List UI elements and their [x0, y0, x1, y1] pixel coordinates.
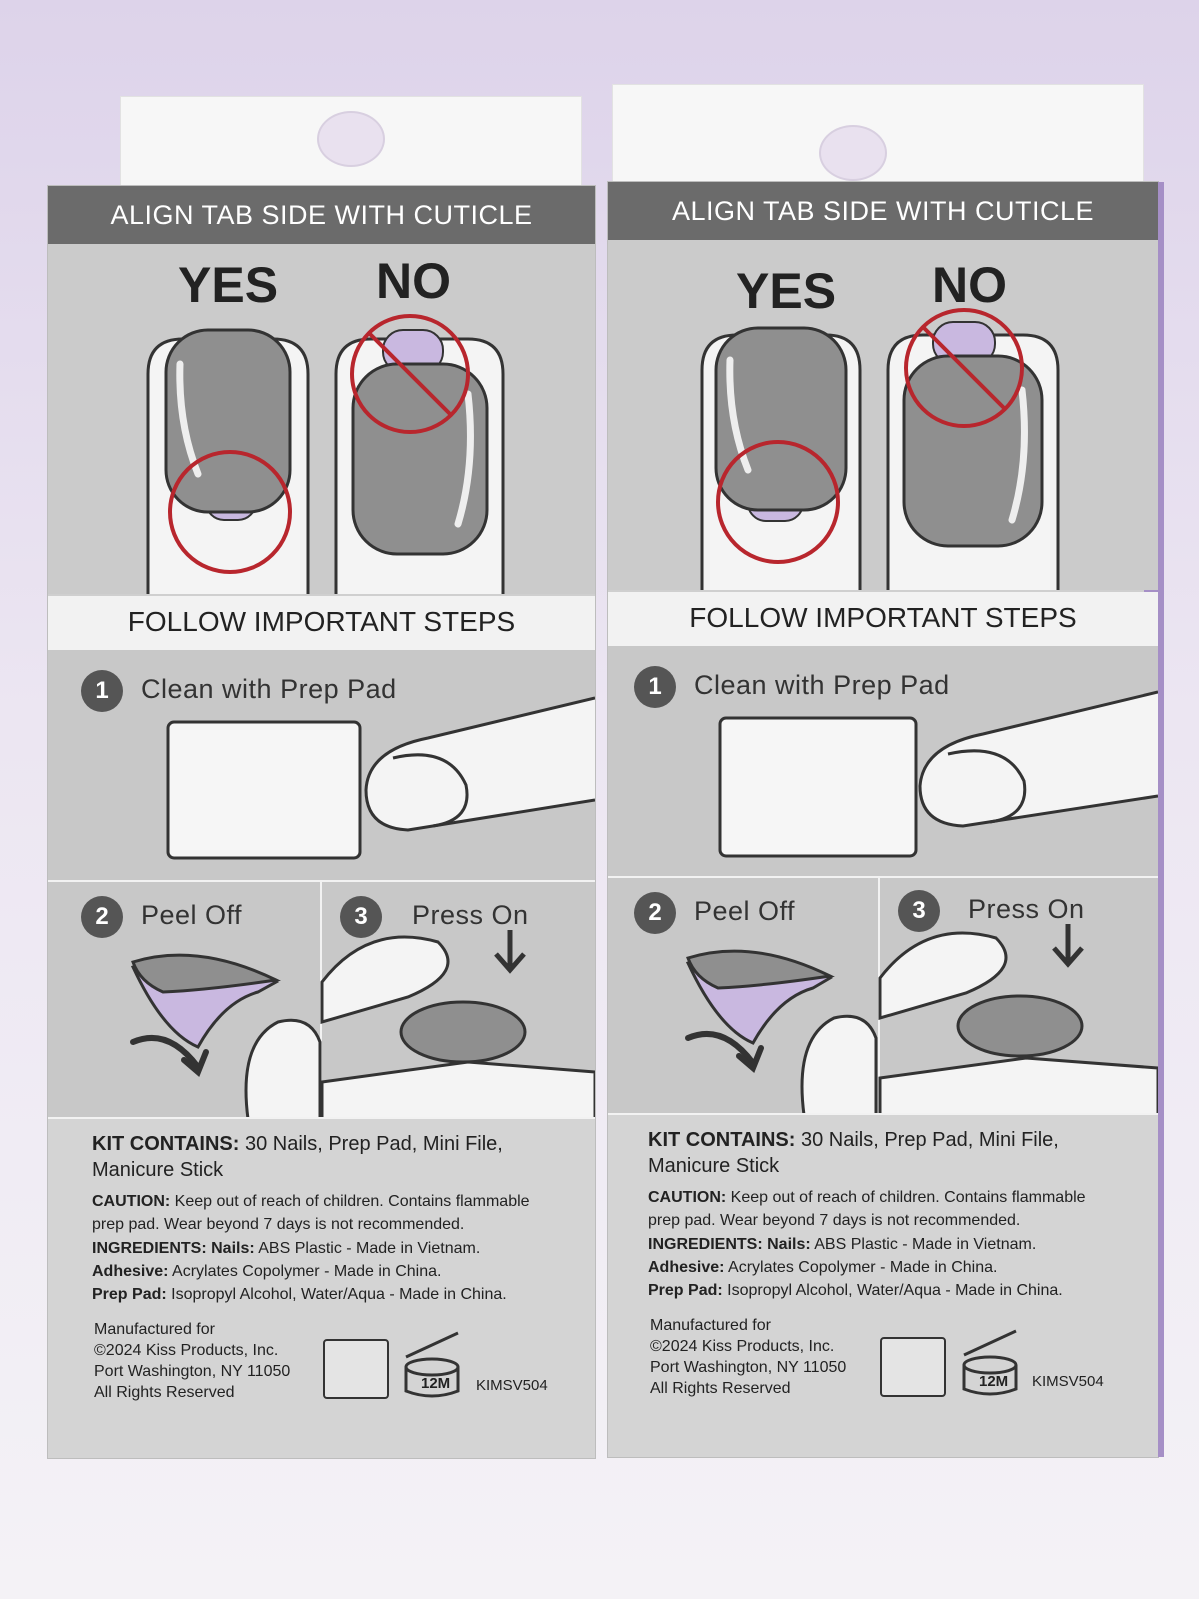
hanger-tab-right: [612, 84, 1144, 188]
hanger-hole: [819, 125, 887, 181]
product-info: KIT CONTAINS: 30 Nails, Prep Pad, Mini F…: [48, 1117, 595, 1458]
hanger-hole: [317, 111, 385, 167]
kit-text: 30 Nails, Prep Pad, Mini File,: [800, 1129, 1059, 1151]
yes-label: YES: [178, 257, 279, 313]
ingredients: INGREDIENTS: Nails: ABS Plastic - Made i…: [92, 1237, 582, 1306]
caution: CAUTION: Keep out of reach of children. …: [648, 1186, 1143, 1232]
steps-title: FOLLOW IMPORTANT STEPS: [608, 592, 1158, 644]
package-right: ALIGN TAB SIDE WITH CUTICLE YES NO FOLLO…: [608, 182, 1164, 1457]
prep-pad-label: Prep Pad:: [92, 1286, 167, 1303]
kit-label: KIT CONTAINS:: [92, 1133, 240, 1155]
sku-code: KIMSV504: [476, 1377, 548, 1394]
kit-contains: KIT CONTAINS: 30 Nails, Prep Pad, Mini F…: [92, 1131, 572, 1183]
pao-label: 12M: [421, 1375, 451, 1392]
kit-label: KIT CONTAINS:: [648, 1129, 796, 1151]
mfr-line-3: Port Washington, NY 11050: [650, 1359, 847, 1376]
nail-alignment-diagram: [146, 314, 505, 594]
ingredients-text: ABS Plastic - Made in Vietnam.: [814, 1236, 1037, 1253]
step-1-number: 1: [81, 670, 123, 712]
caution-text: Keep out of reach of children. Contains …: [730, 1189, 1086, 1206]
mfr-line-4: All Rights Reserved: [94, 1384, 235, 1401]
ingredients-label: INGREDIENTS: Nails:: [92, 1240, 255, 1257]
no-label: NO: [376, 253, 451, 309]
hanger-tab-left: [120, 96, 582, 193]
pao-label: 12M: [979, 1373, 1009, 1390]
kit-text: 30 Nails, Prep Pad, Mini File,: [244, 1133, 503, 1155]
mfr-line-1: Manufactured for: [94, 1321, 215, 1338]
adhesive-label: Adhesive:: [648, 1259, 725, 1276]
mfr-line-2: ©2024 Kiss Products, Inc.: [650, 1338, 835, 1355]
step-3-text: Press On: [968, 894, 1085, 924]
kit-contains: KIT CONTAINS: 30 Nails, Prep Pad, Mini F…: [648, 1127, 1138, 1179]
step-1-panel: 1 Clean with Prep Pad: [608, 644, 1158, 878]
step-1-number: 1: [634, 666, 676, 708]
no-label: NO: [932, 257, 1007, 313]
align-band: ALIGN TAB SIDE WITH CUTICLE: [48, 186, 595, 244]
step-1-panel: 1 Clean with Prep Pad: [48, 648, 595, 882]
manufacturer: Manufactured for ©2024 Kiss Products, In…: [650, 1315, 846, 1399]
product-info: KIT CONTAINS: 30 Nails, Prep Pad, Mini F…: [608, 1113, 1158, 1457]
alignment-illustration: YES NO: [48, 244, 595, 594]
steps-2-3-panel: 2 Peel Off 3 Press On: [608, 876, 1158, 1115]
steps-title: FOLLOW IMPORTANT STEPS: [48, 596, 595, 648]
align-band: ALIGN TAB SIDE WITH CUTICLE: [608, 182, 1158, 240]
ingredients-text: ABS Plastic - Made in Vietnam.: [258, 1240, 481, 1257]
caution-text: Keep out of reach of children. Contains …: [174, 1193, 530, 1210]
period-after-opening-icon: [404, 1331, 460, 1398]
caution-text-2: prep pad. Wear beyond 7 days is not reco…: [648, 1212, 1021, 1229]
ingredients-label: INGREDIENTS: Nails:: [648, 1236, 811, 1253]
yes-label: YES: [736, 263, 837, 319]
mfr-line-1: Manufactured for: [650, 1317, 771, 1334]
step-2-number: 2: [81, 896, 123, 938]
sku-code: KIMSV504: [1032, 1373, 1104, 1390]
prep-pad-label: Prep Pad:: [648, 1282, 723, 1299]
caution: CAUTION: Keep out of reach of children. …: [92, 1190, 582, 1236]
peel-press-illustration: [130, 930, 595, 1119]
step-3-text: Press On: [412, 900, 529, 930]
adhesive-text: Acrylates Copolymer - Made in China.: [728, 1259, 998, 1276]
prep-pad-text: Isopropyl Alcohol, Water/Aqua - Made in …: [171, 1286, 507, 1303]
mfr-line-3: Port Washington, NY 11050: [94, 1363, 291, 1380]
mfr-line-4: All Rights Reserved: [650, 1380, 791, 1397]
step-2-text: Peel Off: [141, 900, 243, 930]
period-after-opening-icon: [962, 1329, 1018, 1396]
step-3-number: 3: [898, 890, 940, 932]
steps-2-3-panel: 2 Peel Off 3 Press On: [48, 880, 595, 1119]
package-left: ALIGN TAB SIDE WITH CUTICLE YES NO FOLLO…: [48, 186, 595, 1458]
prep-pad-illustration: [166, 696, 595, 860]
caution-label: CAUTION:: [648, 1189, 727, 1206]
kit-text-2: Manicure Stick: [648, 1155, 780, 1177]
step-2-text: Peel Off: [694, 896, 796, 926]
mfr-line-2: ©2024 Kiss Products, Inc.: [94, 1342, 279, 1359]
step-1-text: Clean with Prep Pad: [141, 674, 397, 704]
step-1-text: Clean with Prep Pad: [694, 670, 950, 700]
kit-text-2: Manicure Stick: [92, 1159, 224, 1181]
adhesive-label: Adhesive:: [92, 1263, 169, 1280]
step-3-number: 3: [340, 896, 382, 938]
manufacturer: Manufactured for ©2024 Kiss Products, In…: [94, 1319, 290, 1403]
caution-text-2: prep pad. Wear beyond 7 days is not reco…: [92, 1216, 465, 1233]
nail-alignment-diagram: [700, 308, 1060, 590]
caution-label: CAUTION:: [92, 1193, 171, 1210]
alignment-illustration: YES NO: [608, 240, 1158, 590]
ingredients: INGREDIENTS: Nails: ABS Plastic - Made i…: [648, 1233, 1143, 1302]
peel-press-illustration: [685, 924, 1158, 1115]
read-instructions-icon: [323, 1339, 389, 1399]
prep-pad-text: Isopropyl Alcohol, Water/Aqua - Made in …: [727, 1282, 1063, 1299]
read-instructions-icon: [880, 1337, 946, 1397]
prep-pad-illustration: [718, 690, 1158, 858]
step-2-number: 2: [634, 892, 676, 934]
adhesive-text: Acrylates Copolymer - Made in China.: [172, 1263, 442, 1280]
